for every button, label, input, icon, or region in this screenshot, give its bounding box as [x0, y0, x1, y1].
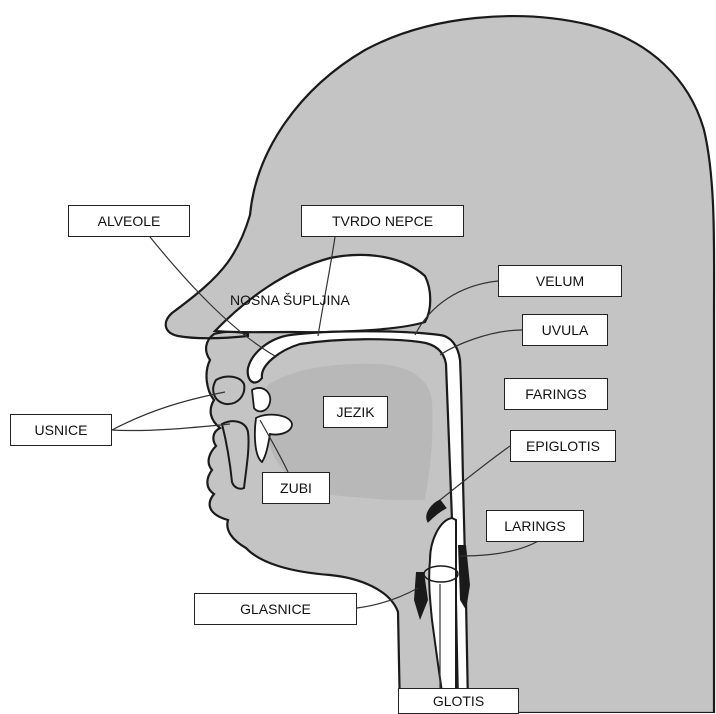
upper-lip-shape	[213, 377, 244, 405]
label-alveole: ALVEOLE	[68, 205, 190, 237]
leader-usnice-lower	[112, 424, 230, 431]
label-larings: LARINGS	[486, 510, 584, 542]
label-zubi: ZUBI	[262, 472, 330, 504]
label-jezik: JEZIK	[323, 396, 388, 428]
label-glasnice: GLASNICE	[194, 593, 357, 625]
label-uvula: UVULA	[522, 314, 608, 346]
label-nosna-supljina: NOSNA ŠUPLJINA	[230, 292, 350, 308]
label-glotis: GLOTIS	[398, 688, 519, 714]
label-tvrdo-nepce: TVRDO NEPCE	[301, 205, 464, 237]
label-epiglotis: EPIGLOTIS	[510, 430, 616, 462]
leader-usnice-upper	[112, 392, 225, 430]
label-velum: VELUM	[498, 265, 622, 297]
label-usnice: USNICE	[10, 414, 112, 446]
label-farings: FARINGS	[504, 378, 608, 410]
